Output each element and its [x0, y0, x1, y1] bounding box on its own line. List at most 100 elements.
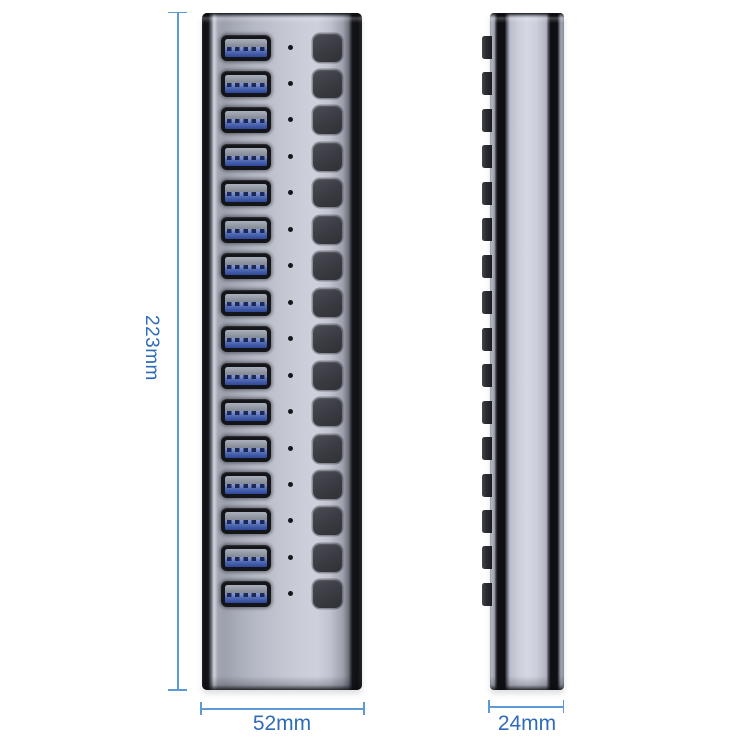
- height-dimension-tick-bottom: [168, 689, 187, 691]
- usb-a-port: [221, 472, 271, 499]
- height-dimension-tick-top: [168, 11, 187, 13]
- usb-connector-tongue: [225, 192, 267, 203]
- led-indicator: [288, 80, 293, 86]
- usb-connector-pins: [227, 520, 265, 525]
- port-row: [202, 543, 362, 572]
- port-power-button: [313, 142, 342, 171]
- side-button-tab: [482, 291, 492, 315]
- port-row: [202, 398, 362, 427]
- usb-connector-tongue: [225, 265, 267, 276]
- led-indicator: [288, 226, 293, 232]
- port-row: [202, 252, 362, 281]
- usb-connector-pins: [227, 301, 265, 306]
- led-indicator: [288, 117, 293, 123]
- port-power-button: [313, 325, 342, 354]
- usb-a-port: [221, 508, 271, 535]
- led-indicator: [288, 372, 293, 378]
- usb-a-port: [221, 326, 271, 353]
- side-button-tab: [482, 509, 492, 533]
- port-power-button: [313, 434, 342, 463]
- width-dimension-label: 52mm: [252, 712, 312, 735]
- usb-connector-pins: [227, 265, 265, 270]
- side-button-tab: [482, 582, 492, 606]
- usb-a-port: [221, 180, 271, 207]
- led-indicator: [288, 153, 293, 159]
- width-dimension-line: [200, 708, 364, 710]
- led-indicator: [288, 554, 293, 560]
- port-power-button: [313, 471, 342, 500]
- port-row: [202, 106, 362, 135]
- usb-connector-pins: [227, 484, 265, 489]
- led-indicator: [288, 299, 293, 305]
- height-dimension-label: 223mm: [141, 315, 162, 381]
- usb-connector-tongue: [225, 484, 267, 495]
- port-power-button: [313, 288, 342, 317]
- port-row: [202, 507, 362, 536]
- usb-connector-tongue: [225, 155, 267, 166]
- port-row: [202, 361, 362, 390]
- usb-a-port: [221, 253, 271, 280]
- depth-dimension-label: 24mm: [497, 712, 557, 735]
- hub-side-view: [482, 13, 564, 690]
- usb-a-port: [221, 581, 271, 608]
- width-dimension-tick-right: [363, 702, 365, 715]
- side-edge-shading: [490, 13, 564, 690]
- usb-connector-pins: [227, 593, 265, 598]
- side-button-tab: [482, 546, 492, 570]
- depth-dimension-tick-right: [562, 700, 564, 713]
- usb-connector-pins: [227, 447, 265, 452]
- usb-a-port: [221, 435, 271, 462]
- led-indicator: [288, 44, 293, 50]
- port-row: [202, 325, 362, 354]
- port-power-button: [313, 507, 342, 536]
- width-dimension-tick-left: [200, 702, 202, 715]
- port-power-button: [313, 69, 342, 98]
- usb-a-port: [221, 544, 271, 571]
- usb-connector-pins: [227, 228, 265, 233]
- usb-connector-pins: [227, 82, 265, 87]
- port-power-button: [313, 252, 342, 281]
- led-indicator: [288, 591, 293, 597]
- port-power-button: [313, 543, 342, 572]
- port-row: [202, 215, 362, 244]
- port-row: [202, 142, 362, 171]
- side-button-tab: [482, 36, 492, 59]
- usb-connector-pins: [227, 46, 265, 51]
- usb-connector-pins: [227, 338, 265, 343]
- usb-connector-tongue: [225, 520, 267, 531]
- led-indicator: [288, 482, 293, 488]
- led-indicator: [288, 336, 293, 342]
- port-power-button: [313, 33, 342, 62]
- led-indicator: [288, 445, 293, 451]
- port-power-button: [313, 215, 342, 244]
- side-button-tab: [482, 254, 492, 278]
- usb-connector-tongue: [225, 119, 267, 130]
- usb-connector-pins: [227, 411, 265, 416]
- usb-connector-pins: [227, 155, 265, 160]
- port-row: [202, 434, 362, 463]
- usb-connector-tongue: [225, 338, 267, 349]
- usb-connector-tongue: [225, 301, 267, 312]
- side-button-tab: [482, 218, 492, 242]
- led-indicator: [288, 263, 293, 269]
- side-button-tab: [482, 72, 492, 96]
- usb-connector-tongue: [225, 374, 267, 385]
- port-power-button: [313, 398, 342, 427]
- usb-a-port: [221, 362, 271, 389]
- usb-a-port: [221, 399, 271, 426]
- port-power-button: [313, 361, 342, 390]
- side-button-tab: [482, 473, 492, 497]
- side-button-tab: [482, 400, 492, 424]
- usb-connector-pins: [227, 374, 265, 379]
- usb-a-port: [221, 70, 271, 97]
- usb-connector-tongue: [225, 82, 267, 93]
- side-button-tab: [482, 364, 492, 388]
- port-row: [202, 69, 362, 98]
- usb-connector-tongue: [225, 447, 267, 458]
- usb-connector-pins: [227, 556, 265, 561]
- usb-a-port: [221, 216, 271, 243]
- led-indicator: [288, 409, 293, 415]
- usb-a-port: [221, 143, 271, 170]
- port-power-button: [313, 106, 342, 135]
